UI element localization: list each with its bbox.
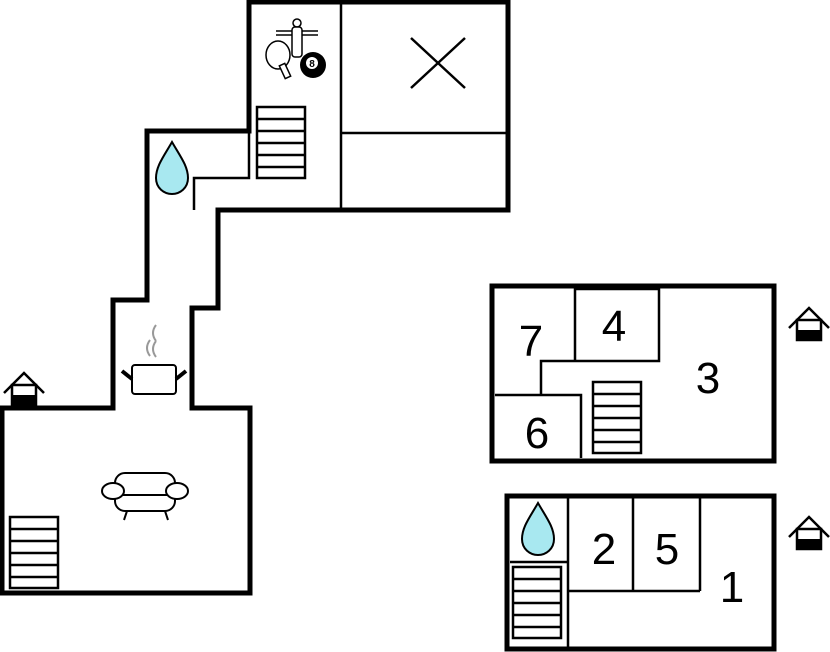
room-label-4: 4 [602,302,626,351]
room-label-6: 6 [525,409,549,458]
pot-icon [120,324,188,395]
water-drop-icon [521,502,555,556]
table-tennis-icon [265,40,292,80]
main-building: 8 [0,0,511,596]
billiard-ball-number: 8 [309,59,315,70]
house-icon [787,515,830,551]
room-label-5: 5 [655,525,679,574]
room-label-2: 2 [592,525,616,574]
stairs-icon [8,515,60,590]
void-x-icon [410,37,466,89]
house-icon [787,306,830,342]
room-label-1: 1 [720,563,744,612]
building-rooms-1-2-5: 2 5 1 [504,493,830,652]
stairs-icon [255,105,307,180]
foosball-icon [276,18,318,58]
stairs-icon [511,565,563,640]
billiard-ball-icon: 8 [300,52,326,78]
stairs-icon [591,380,643,455]
sofa-icon [101,472,189,521]
room-label-7: 7 [519,317,543,366]
house-icon [2,371,46,407]
room-label-3: 3 [696,354,720,403]
water-drop-icon [155,141,189,195]
building-rooms-3-4-6-7: 7 4 3 6 [489,283,830,464]
